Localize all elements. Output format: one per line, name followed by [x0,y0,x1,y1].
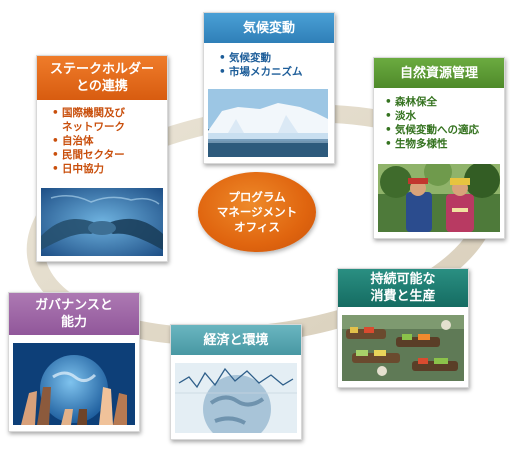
center-line3: オフィス [234,219,280,234]
sustainable-title-line1: 持続可能な [370,272,436,287]
climate-change-list: 気候変動 市場メカニズム [204,43,334,79]
glacier-photo [208,89,328,157]
program-management-office: プログラム マネージメント オフィス [198,172,316,252]
sustainable-consumption-card: 持続可能な 消費と生産 [337,268,469,388]
stakeholders-title: ステークホルダー との連携 [37,56,167,100]
natural-resources-title: 自然資源管理 [374,58,504,88]
list-item: 気候変動 [218,51,330,65]
floating-market-photo [342,315,464,381]
list-item: 生物多様性 [384,137,502,151]
natural-resources-card: 自然資源管理 森林保全 淡水 気候変動への適応 生物多様性 [373,57,505,239]
list-item: 気候変動への適応 [384,123,502,137]
handshake-photo [41,188,163,256]
economy-environment-title: 経済と環境 [171,325,301,355]
center-line1: プログラム [228,189,286,204]
list-item: 民間セクター [51,148,163,162]
sustainable-consumption-title: 持続可能な 消費と生産 [338,269,468,307]
economy-environment-card: 経済と環境 [170,324,302,440]
governance-title-line1: ガバナンスと [35,298,113,313]
stakeholders-list: 国際機関及び ネットワーク 自治体 民間セクター 日中協力 [37,100,167,176]
list-item: 日中協力 [51,162,163,176]
hands-on-globe-photo [13,343,135,425]
governance-card: ガバナンスと 能力 [8,292,140,432]
people-in-forest-photo [378,164,500,232]
list-item-continuation: ネットワーク [62,121,125,133]
globe-chart-photo [175,363,297,433]
list-item: 市場メカニズム [218,65,330,79]
stakeholders-card: ステークホルダー との連携 国際機関及び ネットワーク 自治体 民間セクター 日… [36,55,168,262]
natural-resources-list: 森林保全 淡水 気候変動への適応 生物多様性 [374,88,504,151]
governance-title-line2: 能力 [60,315,87,330]
list-item: 国際機関及び [51,106,163,120]
stakeholders-title-line1: ステークホルダー [49,62,154,77]
list-item: 淡水 [384,109,502,123]
center-line2: マネージメント [216,204,298,219]
climate-change-card: 気候変動 気候変動 市場メカニズム [203,12,335,164]
governance-title: ガバナンスと 能力 [9,293,139,335]
sustainable-title-line2: 消費と生産 [370,289,436,304]
climate-change-title: 気候変動 [204,13,334,43]
stakeholders-title-line2: との連携 [76,79,128,94]
list-item: 森林保全 [384,95,502,109]
list-item: 自治体 [51,134,163,148]
